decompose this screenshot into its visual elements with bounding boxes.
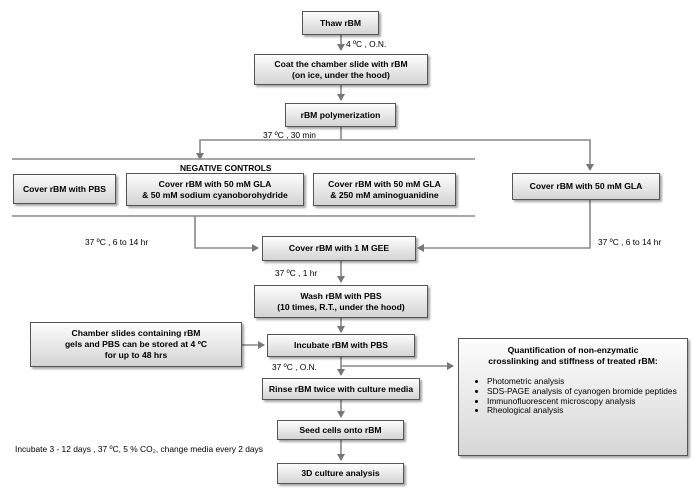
left-branch-condition: 37 ºC , 6 to 14 hr	[85, 237, 149, 247]
list-item: Photometric analysis	[487, 377, 687, 387]
arrow-right-gee	[417, 200, 591, 252]
coat-box: Coat the chamber slide with rBM (on ice,…	[254, 54, 428, 85]
polymerization-condition: 37 ºC , 30 min	[263, 130, 316, 140]
cover-gee-box: Cover rBM with 1 M GEE	[262, 236, 416, 261]
arrow-left-gee	[194, 216, 259, 252]
storage-note-box: Chamber slides containing rBM gels and P…	[30, 322, 242, 367]
rinse-box: Rinse rBM twice with culture media	[262, 378, 420, 400]
list-item: Immunofluorescent microscopy analysis	[487, 396, 687, 407]
thaw-box: Thaw rBM	[302, 11, 379, 35]
polymerization-box: rBM polymerization	[285, 103, 396, 127]
quantification-list: Photometric analysis SDS-PAGE analysis o…	[459, 377, 687, 416]
quantification-title: Quantification of non-enzymatic crosslin…	[488, 345, 658, 367]
negative-controls-heading: NEGATIVE CONTROLS	[180, 163, 272, 173]
list-item: SDS-PAGE analysis of cyanogen bromide pe…	[487, 386, 687, 397]
analysis-box: 3D culture analysis	[277, 463, 404, 484]
cover-gla-amino-box: Cover rBM with 50 mM GLA & 250 mM aminog…	[313, 173, 456, 206]
incubate-condition: 37 ºC , O.N.	[272, 362, 317, 372]
cover-gla-box: Cover rBM with 50 mM GLA	[512, 173, 660, 200]
thaw-condition: 4 ºC , O.N.	[346, 39, 387, 49]
incubate-box: Incubate rBM with PBS	[267, 334, 415, 357]
list-item: Rheological analysis	[487, 406, 687, 416]
cover-gla-cyano-box: Cover rBM with 50 mM GLA & 50 mM sodium …	[126, 173, 304, 206]
wash-box: Wash rBM with PBS (10 times, R.T., under…	[254, 285, 428, 318]
quantification-box: Quantification of non-enzymatic crosslin…	[458, 338, 688, 456]
arrow-poly-split	[196, 126, 342, 160]
seed-box: Seed cells onto rBM	[277, 420, 404, 440]
seed-condition: Incubate 3 - 12 days , 37 ºC, 5 % CO₂, c…	[15, 444, 263, 454]
cover-pbs-box: Cover rBM with PBS	[13, 174, 116, 204]
gee-condition: 37 ºC , 1 hr	[275, 268, 318, 278]
right-branch-condition: 37 ºC , 6 to 14 hr	[598, 237, 662, 247]
arrow-poly-right	[341, 139, 594, 171]
